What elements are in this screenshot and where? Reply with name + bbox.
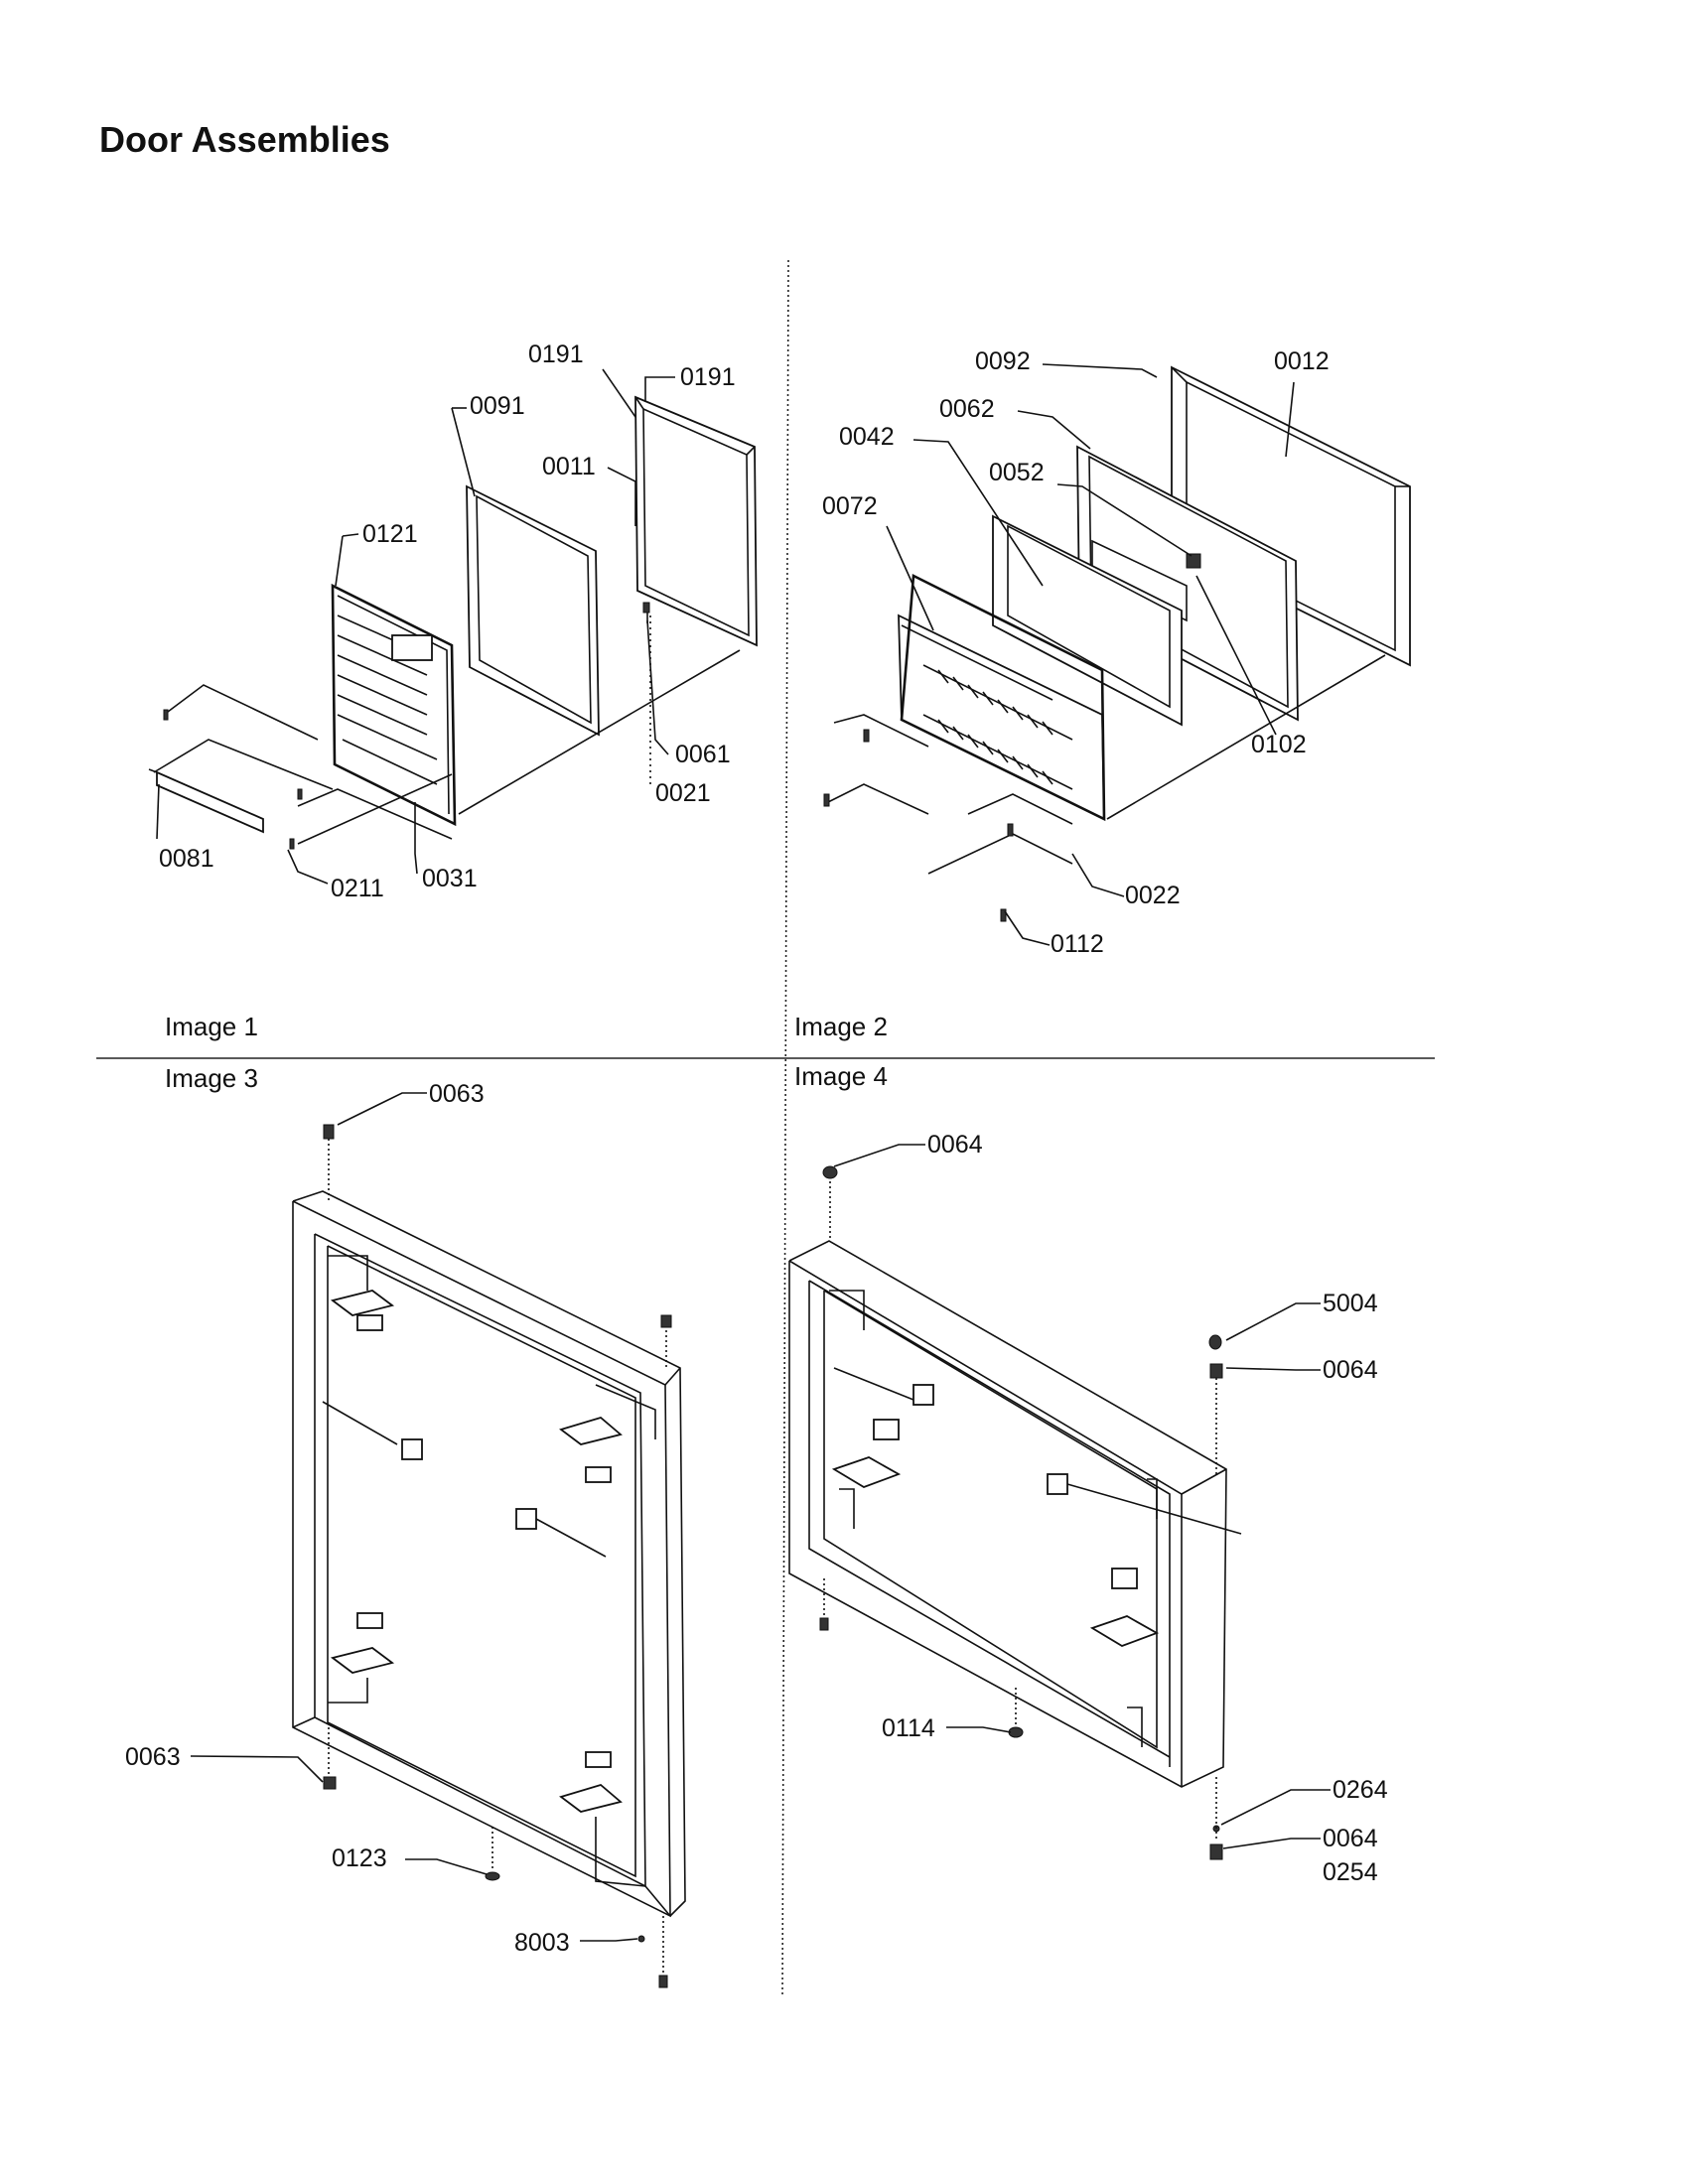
image-3-labels: Image 3 0063 0063 0123 8003 bbox=[125, 1063, 570, 1957]
label-0052: 0052 bbox=[989, 459, 1045, 486]
label-0121: 0121 bbox=[362, 520, 418, 548]
label-0012: 0012 bbox=[1274, 347, 1330, 375]
caption-image-1: Image 1 bbox=[165, 1012, 258, 1041]
label-0114: 0114 bbox=[882, 1714, 935, 1742]
label-5004: 5004 bbox=[1323, 1290, 1378, 1317]
image-3-door-frame bbox=[190, 1092, 686, 1988]
label-0092: 0092 bbox=[975, 347, 1031, 375]
label-0064-b: 0064 bbox=[1323, 1356, 1378, 1384]
label-8003: 8003 bbox=[514, 1929, 570, 1957]
page-title: Door Assemblies bbox=[99, 119, 390, 160]
label-0091: 0091 bbox=[470, 392, 525, 420]
label-0072: 0072 bbox=[822, 492, 878, 520]
label-0042: 0042 bbox=[839, 423, 895, 451]
label-0081: 0081 bbox=[159, 845, 214, 873]
label-0064-a: 0064 bbox=[927, 1131, 983, 1159]
label-0063-b: 0063 bbox=[125, 1743, 181, 1771]
label-0191-b: 0191 bbox=[680, 363, 736, 391]
label-0011: 0011 bbox=[542, 453, 596, 480]
label-0191-a: 0191 bbox=[528, 341, 584, 368]
label-0021: 0021 bbox=[655, 779, 711, 807]
label-0022: 0022 bbox=[1125, 882, 1181, 909]
image-1-exploded-door bbox=[148, 368, 758, 885]
caption-image-4: Image 4 bbox=[794, 1061, 888, 1091]
label-0102: 0102 bbox=[1251, 731, 1307, 758]
label-0061: 0061 bbox=[675, 741, 731, 768]
label-0062: 0062 bbox=[939, 395, 995, 423]
image-1-labels: 0191 0191 0091 0011 0121 0061 0021 0081 … bbox=[159, 341, 736, 1041]
image-2-labels: 0092 0012 0062 0042 0052 0072 0102 0022 … bbox=[794, 347, 1330, 1041]
label-0112: 0112 bbox=[1051, 930, 1104, 958]
image-2-exploded-drawer bbox=[823, 363, 1411, 946]
label-0264: 0264 bbox=[1333, 1776, 1388, 1804]
label-0063-a: 0063 bbox=[429, 1080, 485, 1108]
image-4-labels: Image 4 0064 5004 0064 0114 0264 0064 02… bbox=[794, 1061, 1388, 1886]
label-0123: 0123 bbox=[332, 1844, 387, 1872]
label-0031: 0031 bbox=[422, 865, 478, 892]
image-4-drawer-frame bbox=[788, 1144, 1331, 1860]
caption-image-3: Image 3 bbox=[165, 1063, 258, 1093]
caption-image-2: Image 2 bbox=[794, 1012, 888, 1041]
label-0254: 0254 bbox=[1323, 1858, 1378, 1886]
label-0211: 0211 bbox=[331, 875, 384, 902]
label-0064-c: 0064 bbox=[1323, 1825, 1378, 1852]
vertical-divider bbox=[781, 259, 789, 1996]
